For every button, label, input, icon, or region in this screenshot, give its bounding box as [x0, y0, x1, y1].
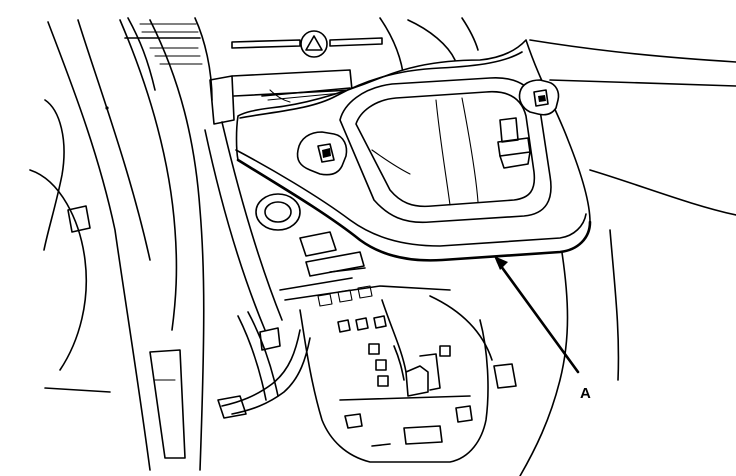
shift-lever-base [405, 365, 429, 397]
side-panel-strip [149, 349, 186, 459]
hazard-strip-right [329, 37, 383, 47]
panel-switch-left [296, 131, 348, 176]
console-clip [493, 363, 517, 389]
climate-knob-left [255, 193, 301, 231]
gear-indicator-r [375, 359, 387, 371]
callout-a-label: A [580, 385, 591, 402]
callout-a-arrowhead [494, 256, 508, 270]
hazard-strip-left [231, 39, 301, 49]
shift-console [217, 295, 517, 463]
console-panel [235, 39, 592, 262]
hazard-switch-icon [300, 30, 328, 58]
callout-a-leader [496, 260, 580, 374]
callout-a: A [494, 256, 591, 402]
gear-indicator-d [439, 345, 451, 357]
gear-indicator-p [368, 343, 380, 355]
wire-connector [217, 395, 247, 419]
steering-column-area [29, 19, 205, 471]
passenger-dash [519, 39, 736, 476]
gear-indicator-n [377, 375, 389, 387]
